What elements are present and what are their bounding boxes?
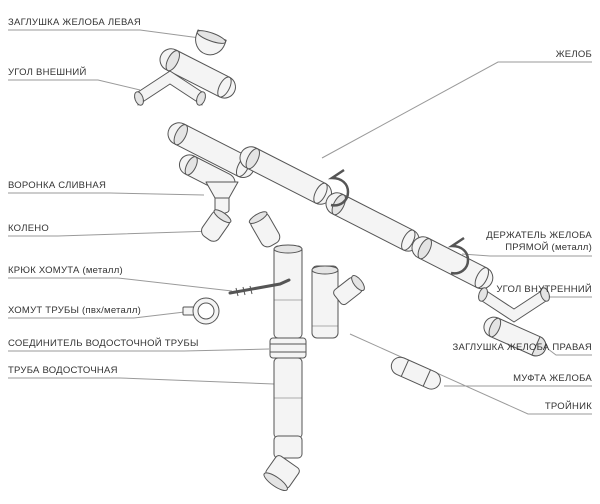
leader-downpipe: [8, 377, 275, 385]
label-clamp-hook: КРЮК ХОМУТА (металл): [8, 265, 123, 276]
part-clamp-hook: [228, 278, 291, 297]
label-pipe-connector: СОЕДИНИТЕЛЬ ВОДОСТОЧНОЙ ТРУБЫ: [8, 338, 199, 349]
label-tee: ТРОЙНИК: [544, 401, 592, 412]
leader-clamp-hook: [8, 277, 233, 292]
label-inner-corner: УГОЛ ВНУТРЕННИЙ: [496, 284, 592, 295]
label-gutter: ЖЕЛОБ: [555, 49, 592, 60]
part-downpipe-upper: [273, 244, 303, 339]
label-outer-corner: УГОЛ ВНЕШНИЙ: [8, 67, 87, 78]
leader-gutter-end-cap-left: [8, 29, 201, 39]
label-gutter-end-cap-left: ЗАГЛУШКА ЖЕЛОБА ЛЕВАЯ: [8, 17, 141, 28]
label-funnel: ВОРОНКА СЛИВНАЯ: [8, 180, 107, 191]
part-outer-corner: [134, 70, 206, 106]
label-gutter-end-cap-right: ЗАГЛУШКА ЖЕЛОБА ПРАВАЯ: [452, 342, 592, 353]
part-outlet-bend: [263, 435, 303, 492]
part-gutter-segment-top: [159, 48, 236, 99]
label-gutter-coupling: МУФТА ЖЕЛОБА: [513, 373, 592, 384]
leader-funnel: [8, 192, 205, 196]
part-funnel: [178, 154, 239, 214]
part-gutter-bracket-2: [447, 236, 470, 275]
part-gutter-end-cap-right: [483, 316, 547, 357]
part-gutter-segment-4: [325, 192, 420, 252]
part-inner-corner: [478, 287, 550, 323]
leader-pipe-connector: [8, 348, 270, 352]
leader-elbow: [8, 230, 215, 237]
part-gutter-segment-5: [411, 236, 494, 290]
part-tee: [311, 265, 365, 339]
label-gutter-bracket: ДЕРЖАТЕЛЬ ЖЕЛОБА ПРЯМОЙ (металл): [486, 230, 592, 253]
label-elbow: КОЛЕНО: [8, 223, 50, 234]
part-pipe-clamp: [182, 297, 220, 325]
leader-gutter-end-cap-right: [547, 348, 592, 356]
part-pipe-connector: [269, 337, 307, 359]
part-elbow-lower: [248, 211, 281, 248]
part-elbow-upper: [201, 209, 232, 242]
leader-pipe-clamp: [8, 310, 194, 319]
part-gutter-end-cap-left: [195, 29, 227, 56]
label-pipe-clamp: ХОМУТ ТРУБЫ (пвх/металл): [8, 305, 142, 316]
leader-gutter-bracket: [461, 253, 592, 257]
part-gutter-coupling: [390, 356, 441, 390]
label-downpipe: ТРУБА ВОДОСТОЧНАЯ: [8, 365, 118, 376]
part-gutter-bracket-1: [327, 168, 350, 207]
part-downpipe-lower: [273, 357, 303, 439]
leader-outer-corner: [8, 79, 141, 91]
part-gutter-segment-3: [239, 146, 332, 205]
leader-gutter: [321, 61, 592, 159]
